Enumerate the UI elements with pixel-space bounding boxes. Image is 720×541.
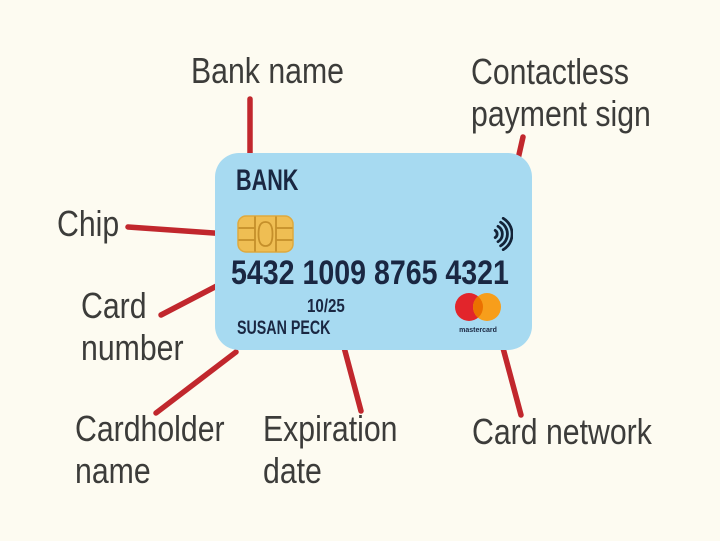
mastercard-overlap bbox=[473, 293, 483, 321]
leader-line-card-network bbox=[500, 345, 524, 418]
card-expiration-date: 10/25 bbox=[307, 296, 345, 316]
contactless-payment-icon bbox=[493, 217, 513, 251]
bank-card: BANK 5432 1009 8765 4321 bbox=[215, 153, 532, 350]
label-card-network: Card network bbox=[472, 411, 686, 453]
card-bank-name: BANK bbox=[236, 164, 299, 197]
label-chip-text: Chip bbox=[57, 203, 120, 244]
label-card-network-text: Card network bbox=[472, 411, 652, 452]
label-card-number: Card number bbox=[81, 285, 203, 369]
cardholder-name-text: SUSAN PECK bbox=[237, 318, 331, 339]
leader-line-chip bbox=[125, 224, 231, 237]
label-contactless-line1: Contactless bbox=[471, 51, 629, 92]
label-chip: Chip bbox=[57, 203, 131, 245]
label-expiration: Expiration date bbox=[263, 408, 423, 492]
card-number-text: 5432 1009 8765 4321 bbox=[231, 254, 509, 292]
label-contactless-line2: payment sign bbox=[471, 93, 651, 134]
label-bank-name: Bank name bbox=[191, 50, 373, 92]
label-card-number-line1: Card bbox=[81, 285, 147, 326]
mastercard-logo: mastercard bbox=[455, 293, 501, 334]
mastercard-wordmark: mastercard bbox=[459, 327, 497, 334]
label-contactless: Contactless payment sign bbox=[471, 51, 685, 135]
label-cardholder-line2: name bbox=[75, 450, 151, 491]
label-cardholder-line1: Cardholder bbox=[75, 408, 225, 449]
label-card-number-line2: number bbox=[81, 327, 184, 368]
label-expiration-line2: date bbox=[263, 450, 322, 491]
label-bank-name-text: Bank name bbox=[191, 50, 344, 91]
chip-icon bbox=[237, 215, 294, 253]
label-cardholder: Cardholder name bbox=[75, 408, 253, 492]
label-expiration-line1: Expiration bbox=[263, 408, 398, 449]
